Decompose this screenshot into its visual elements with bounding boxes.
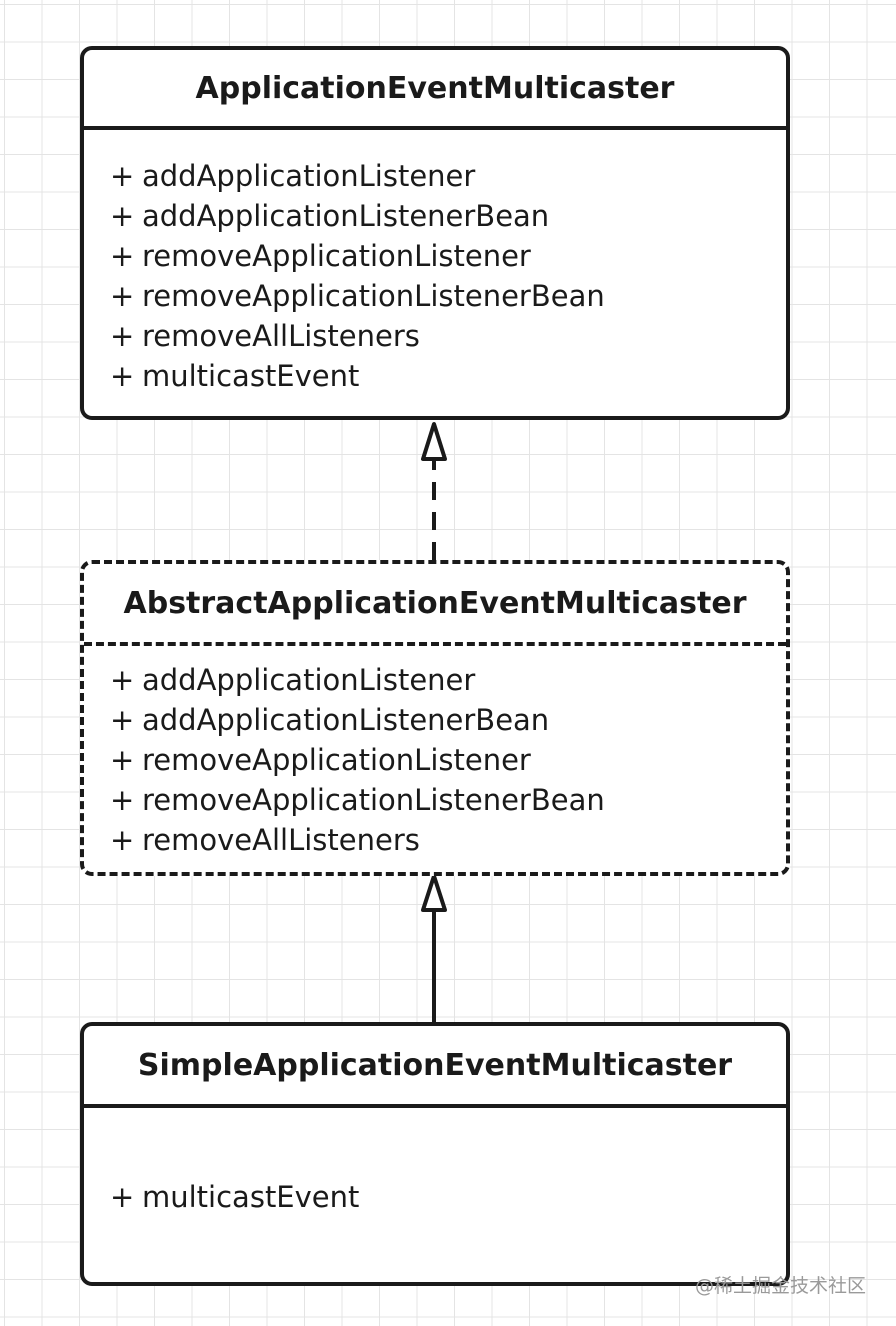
visibility-marker: + [110, 823, 135, 857]
method-item: +removeApplicationListener [110, 236, 786, 276]
method-name: removeAllListeners [142, 319, 420, 353]
method-name: addApplicationListener [142, 663, 476, 697]
visibility-marker: + [110, 279, 135, 313]
class-name: AbstractApplicationEventMulticaster [84, 564, 786, 646]
method-name: removeApplicationListenerBean [142, 279, 605, 313]
visibility-marker: + [110, 359, 135, 393]
method-name: removeApplicationListener [142, 239, 531, 273]
method-item: +addApplicationListenerBean [110, 700, 786, 740]
realization-arrow [421, 422, 447, 560]
visibility-marker: + [110, 319, 135, 353]
method-name: addApplicationListenerBean [142, 703, 550, 737]
method-list: +multicastEvent [84, 1108, 786, 1217]
method-name: removeAllListeners [142, 823, 420, 857]
class-name: ApplicationEventMulticaster [84, 50, 786, 130]
method-name: removeApplicationListener [142, 743, 531, 777]
class-box-abstract-application-event-multicaster: AbstractApplicationEventMulticaster +add… [80, 560, 790, 876]
method-item: +multicastEvent [110, 1177, 786, 1217]
method-name: addApplicationListenerBean [142, 199, 550, 233]
generalization-arrow [421, 874, 447, 1022]
hollow-triangle-arrowhead-icon [421, 422, 447, 461]
class-name: SimpleApplicationEventMulticaster [84, 1026, 786, 1108]
visibility-marker: + [110, 1180, 135, 1214]
method-name: removeApplicationListenerBean [142, 783, 605, 817]
method-item: +addApplicationListenerBean [110, 196, 786, 236]
visibility-marker: + [110, 199, 135, 233]
method-name: multicastEvent [142, 1180, 360, 1214]
method-name: addApplicationListener [142, 159, 476, 193]
method-item: +removeApplicationListener [110, 740, 786, 780]
method-item: +removeAllListeners [110, 820, 786, 860]
visibility-marker: + [110, 703, 135, 737]
visibility-marker: + [110, 663, 135, 697]
visibility-marker: + [110, 159, 135, 193]
method-name: multicastEvent [142, 359, 360, 393]
method-list: +addApplicationListener +addApplicationL… [84, 130, 786, 396]
method-item: +addApplicationListener [110, 660, 786, 700]
visibility-marker: + [110, 743, 135, 777]
method-list: +addApplicationListener +addApplicationL… [84, 646, 786, 860]
method-item: +multicastEvent [110, 356, 786, 396]
class-box-application-event-multicaster: ApplicationEventMulticaster +addApplicat… [80, 46, 790, 420]
method-item: +removeApplicationListenerBean [110, 276, 786, 316]
visibility-marker: + [110, 239, 135, 273]
class-box-simple-application-event-multicaster: SimpleApplicationEventMulticaster +multi… [80, 1022, 790, 1286]
method-item: +removeApplicationListenerBean [110, 780, 786, 820]
method-item: +removeAllListeners [110, 316, 786, 356]
watermark: @稀土掘金技术社区 [694, 1275, 866, 1297]
method-item: +addApplicationListener [110, 156, 786, 196]
visibility-marker: + [110, 783, 135, 817]
hollow-triangle-arrowhead-icon [421, 874, 447, 912]
